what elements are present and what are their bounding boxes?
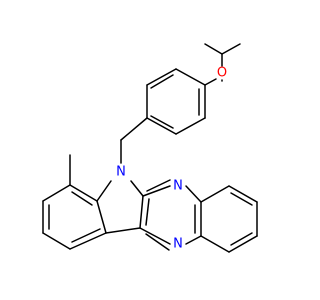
bond: [146, 68, 177, 86]
indole-nitrogen-label: N: [116, 165, 126, 180]
bond: [185, 235, 202, 245]
bond: [200, 235, 230, 253]
bond: [175, 68, 206, 86]
pyrrole-ring: [96, 180, 150, 234]
double-bond-line: [230, 192, 253, 206]
bond: [146, 117, 177, 135]
double-bond-line: [145, 198, 150, 226]
bond: [139, 195, 144, 229]
bond: [228, 235, 258, 253]
phenyl-ring: [146, 68, 206, 135]
bond: [204, 43, 223, 55]
molecule-structure: O N N N: [42, 43, 258, 253]
benzo-ring-left: [42, 184, 107, 250]
bond: [228, 185, 258, 203]
bond: [139, 227, 171, 245]
atom-indole-nitrogen: N: [116, 165, 126, 180]
pyrazine-nitrogen-upper-label: N: [173, 179, 183, 194]
bond: [42, 232, 71, 250]
double-bond-line: [145, 233, 170, 251]
bond: [42, 184, 71, 202]
bond: [204, 78, 217, 86]
double-bond-line: [146, 179, 171, 192]
structure-canvas: O N N N: [42, 43, 258, 253]
double-bond-line: [150, 74, 174, 89]
bond: [96, 180, 112, 202]
double-bond-line: [150, 115, 174, 129]
bond: [69, 232, 107, 250]
double-bond-line: [71, 228, 101, 243]
isopropyl-group: [204, 43, 241, 86]
bond: [69, 184, 98, 202]
bond: [200, 185, 230, 203]
double-bond-line: [71, 191, 93, 206]
oxygen-label: O: [217, 66, 227, 81]
pyrazine-ring: [139, 179, 202, 251]
pyrazine-nitrogen-lower-label: N: [173, 237, 183, 252]
atom-pyrazine-nitrogen-upper: N: [173, 179, 183, 194]
bond: [96, 200, 107, 234]
bond: [221, 43, 241, 55]
atom-pyrazine-nitrogen-lower: N: [173, 237, 183, 252]
double-bond-line: [230, 232, 253, 246]
bond: [185, 185, 202, 203]
bond: [120, 117, 148, 141]
atom-oxygen: O: [217, 66, 227, 81]
bond: [175, 117, 206, 135]
benzo-ring-right: [200, 185, 258, 253]
bond: [105, 227, 141, 234]
bond: [130, 180, 144, 197]
methylene-linker: [120, 117, 148, 164]
bond: [142, 185, 171, 197]
